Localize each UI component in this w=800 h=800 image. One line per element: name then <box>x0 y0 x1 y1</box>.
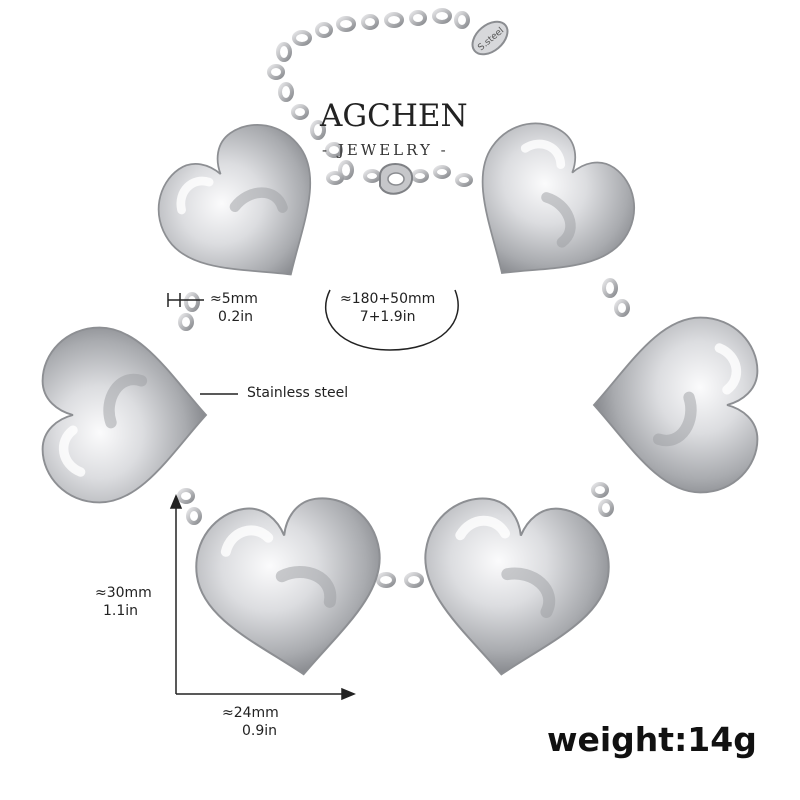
length-dimension-label: ≈180+50mm 7+1.9in <box>340 290 435 326</box>
extension-tag: S.steel <box>471 20 509 56</box>
length-mm: ≈180+50mm <box>340 291 436 307</box>
heart-top-right <box>436 104 654 320</box>
heart-bottom-left <box>189 491 395 687</box>
link-in: 0.2in <box>218 309 254 325</box>
connector-links <box>177 171 630 588</box>
link-mm: ≈5mm <box>210 291 258 307</box>
link-dimension-label: ≈5mm 0.2in <box>210 290 258 326</box>
brand-subtitle: - JEWELRY - <box>322 141 449 159</box>
heart-right <box>594 318 757 493</box>
width-in: 0.9in <box>242 723 278 739</box>
length-in: 7+1.9in <box>359 309 416 325</box>
brand-name: AGCHEN <box>320 98 468 134</box>
extension-chain <box>267 8 470 183</box>
dimension-lines <box>167 289 459 701</box>
width-mm: ≈24mm <box>222 705 279 721</box>
heart-left <box>43 328 206 503</box>
heart-top-left <box>139 105 357 321</box>
material-label: Stainless steel <box>247 385 349 401</box>
height-in: 1.1in <box>103 603 139 619</box>
height-mm: ≈30mm <box>95 585 152 601</box>
weight-label: weight:14g <box>547 720 757 759</box>
width-dimension-label: ≈24mm 0.9in <box>222 704 279 740</box>
heart-bottom-right <box>410 491 616 687</box>
lobster-clasp <box>379 163 414 195</box>
height-dimension-label: ≈30mm 1.1in <box>95 584 152 620</box>
